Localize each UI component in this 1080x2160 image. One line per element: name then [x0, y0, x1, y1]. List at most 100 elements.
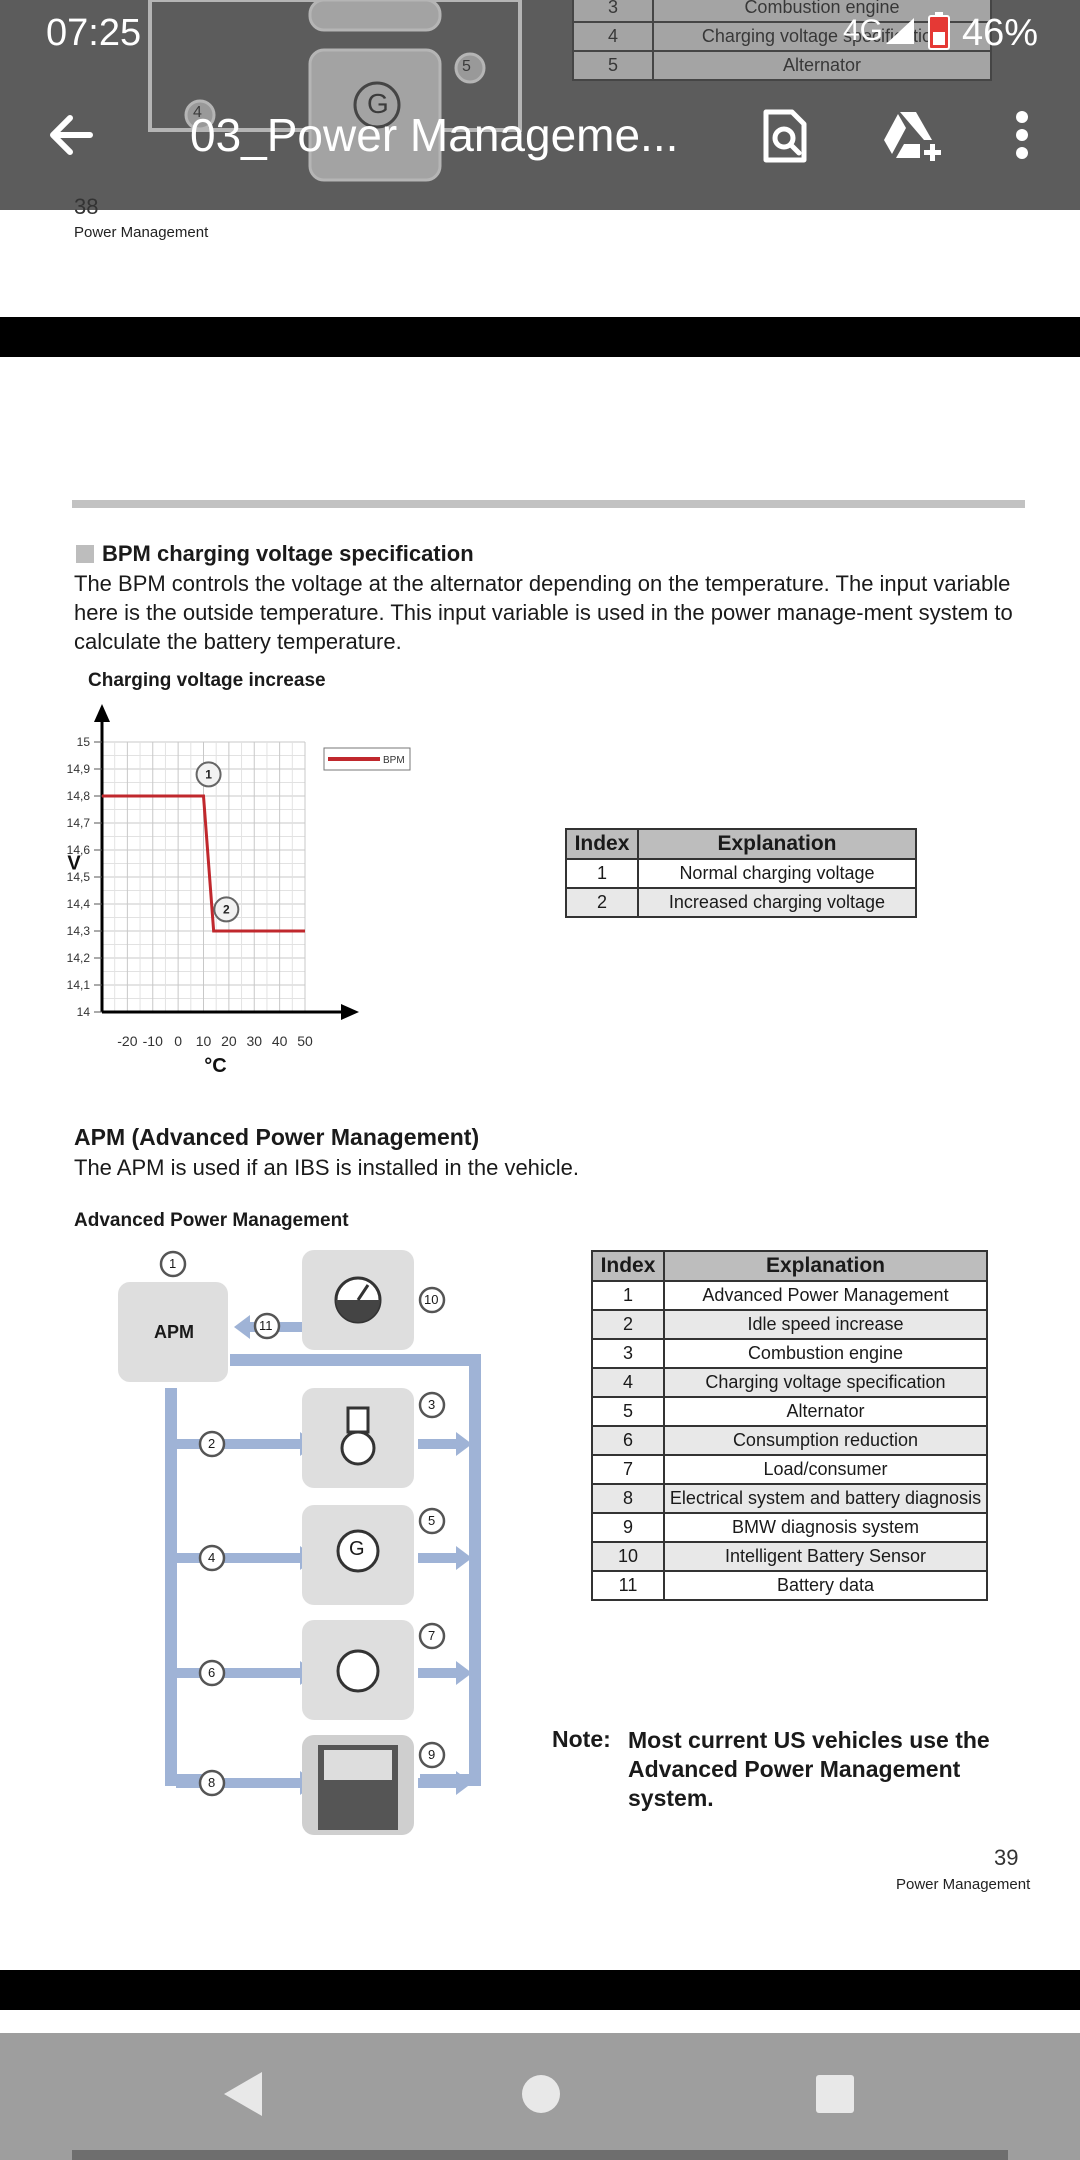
legend-label: BPM: [383, 755, 405, 766]
callout-7: 7: [428, 1628, 436, 1643]
table2-header-explanation: Explanation: [663, 1250, 988, 1282]
x-tick-label: 40: [272, 1033, 288, 1049]
note-text: Most current US vehicles use the Advance…: [628, 1727, 990, 1811]
table2-header-index: Index: [591, 1250, 665, 1282]
nav-back-icon: [224, 2072, 262, 2116]
chart-axes: 1414,114,214,314,414,514,614,714,814,915…: [67, 704, 359, 1077]
annotation-label: 1: [205, 767, 212, 781]
y-tick-label: 14,3: [67, 924, 91, 938]
y-tick-label: 14,9: [67, 762, 91, 776]
x-tick-label: 10: [196, 1033, 212, 1049]
behind-num-5: 5: [462, 58, 471, 75]
section2-heading: APM (Advanced Power Management): [74, 1124, 480, 1150]
section1-body: The BPM controls the voltage at the alte…: [74, 571, 1013, 654]
nav-home-button[interactable]: [520, 2073, 562, 2120]
section1-heading: BPM charging voltage specification: [102, 541, 474, 566]
y-tick-label: 14: [77, 1005, 91, 1019]
x-tick-label: -10: [143, 1033, 163, 1049]
page38-footer: Power Management: [74, 224, 209, 241]
callout-11: 11: [259, 1318, 273, 1333]
charging-voltage-chart: 1414,114,214,314,414,514,614,714,814,915…: [67, 704, 411, 1077]
nav-recents-icon: [816, 2075, 854, 2113]
back-button[interactable]: [46, 110, 96, 165]
x-tick-label: 50: [297, 1033, 313, 1049]
x-axis-label: °C: [204, 1055, 226, 1077]
y-tick-label: 15: [77, 735, 91, 749]
annotation-circle: [213, 896, 240, 923]
back-arrow-icon: [50, 115, 93, 155]
y-tick-label: 14,2: [67, 951, 91, 965]
callout-5: 5: [428, 1513, 436, 1528]
page39-header-rule: [72, 500, 1025, 508]
callout-10: 10: [424, 1292, 439, 1307]
section-bullet-icon: [76, 545, 94, 563]
annotation-circle: [195, 761, 222, 788]
chart-legend: BPM: [323, 747, 411, 771]
chart-annotations: 12: [195, 761, 240, 923]
nav-home-icon: [522, 2075, 560, 2113]
x-axis-arrow: [341, 1004, 359, 1020]
status-time: 07:25: [46, 12, 142, 54]
y-tick-label: 14,8: [67, 789, 91, 803]
behind-g-label: G: [367, 88, 389, 119]
callout-2: 2: [208, 1436, 216, 1451]
callout-6: 6: [208, 1665, 216, 1680]
apm-box-label: APM: [154, 1322, 194, 1342]
page38-number: 38: [74, 194, 99, 219]
series-line-bpm: [102, 794, 305, 933]
y-axis-arrow: [94, 704, 110, 722]
apm-diagram-graphic: [118, 1250, 481, 1835]
y-tick-label: 14,7: [67, 816, 91, 830]
section2-body: The APM is used if an IBS is installed i…: [74, 1155, 580, 1180]
y-tick-label: 14,6: [67, 843, 91, 857]
y-tick-label: 14,1: [67, 978, 91, 992]
status-battery: 46%: [962, 12, 1039, 54]
alternator-g-label: G: [349, 1538, 365, 1560]
more-vert-icon: [1016, 111, 1028, 159]
behind-header-diagram: [148, 0, 522, 182]
table-row: 1 Normal charging voltage: [565, 858, 917, 889]
document-search-icon: [763, 109, 807, 163]
nav-back-button[interactable]: [220, 2069, 264, 2124]
add-to-drive-button[interactable]: [882, 110, 944, 167]
page39-footer: Power Management: [896, 1876, 1031, 1893]
callout-1: 1: [169, 1256, 177, 1271]
signal-icon: [886, 18, 914, 44]
x-tick-label: 20: [221, 1033, 237, 1049]
more-options-button[interactable]: [1008, 110, 1036, 165]
note-label: Note:: [552, 1726, 611, 1752]
status-network: 4G: [843, 14, 884, 47]
document-title: 03_Power Manageme...: [190, 109, 679, 161]
x-tick-label: 0: [174, 1033, 182, 1049]
apm-diagram: APM G 1 2 3 4 5 6 7 8 9 10 11: [110, 1240, 490, 1840]
table1-header-index: Index: [565, 828, 639, 860]
diagram-title: Advanced Power Management: [74, 1210, 349, 1231]
x-tick-label: 30: [246, 1033, 262, 1049]
y-axis-label: V: [67, 853, 81, 875]
callout-4: 4: [208, 1550, 216, 1565]
table1-header-explanation: Explanation: [637, 828, 917, 860]
y-tick-label: 14,4: [67, 897, 91, 911]
page-separator-top: [0, 317, 1080, 357]
chart-title: Charging voltage increase: [88, 670, 326, 691]
battery-icon: [928, 12, 950, 50]
nav-recents-button[interactable]: [814, 2073, 856, 2120]
y-tick-label: 14,5: [67, 870, 91, 884]
callout-3: 3: [428, 1397, 436, 1412]
nav-bar-divider: [72, 2150, 1008, 2160]
search-document-button[interactable]: [760, 108, 810, 169]
